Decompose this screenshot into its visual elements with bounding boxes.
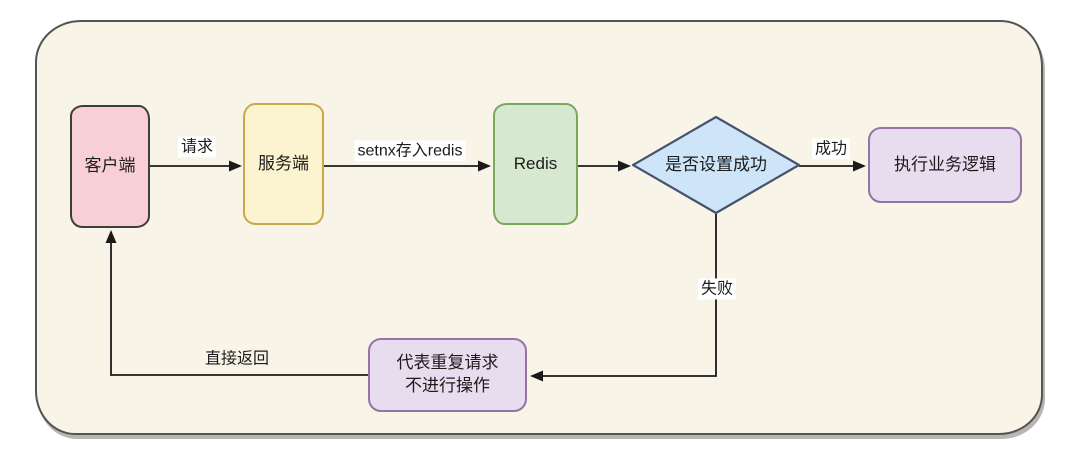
node-business-logic: 执行业务逻辑 bbox=[868, 127, 1022, 203]
edge-label-direct-return: 直接返回 bbox=[204, 350, 270, 368]
edge-label-setnx: setnx存入redis bbox=[354, 140, 466, 162]
decision-diamond-shape bbox=[631, 115, 801, 215]
node-duplicate-request: 代表重复请求 不进行操作 bbox=[368, 338, 527, 412]
edge-label-request: 请求 bbox=[177, 136, 217, 158]
edge-label-failure: 失败 bbox=[697, 278, 737, 300]
node-server: 服务端 bbox=[243, 103, 324, 225]
node-client: 客户端 bbox=[70, 105, 150, 228]
diagram-frame bbox=[35, 20, 1043, 435]
node-decision: 是否设置成功 bbox=[665, 154, 767, 174]
node-redis: Redis bbox=[493, 103, 578, 225]
connector-decision-duplicate bbox=[530, 214, 717, 382]
edge-label-success: 成功 bbox=[811, 138, 851, 160]
connector-duplicate-client bbox=[105, 230, 368, 376]
